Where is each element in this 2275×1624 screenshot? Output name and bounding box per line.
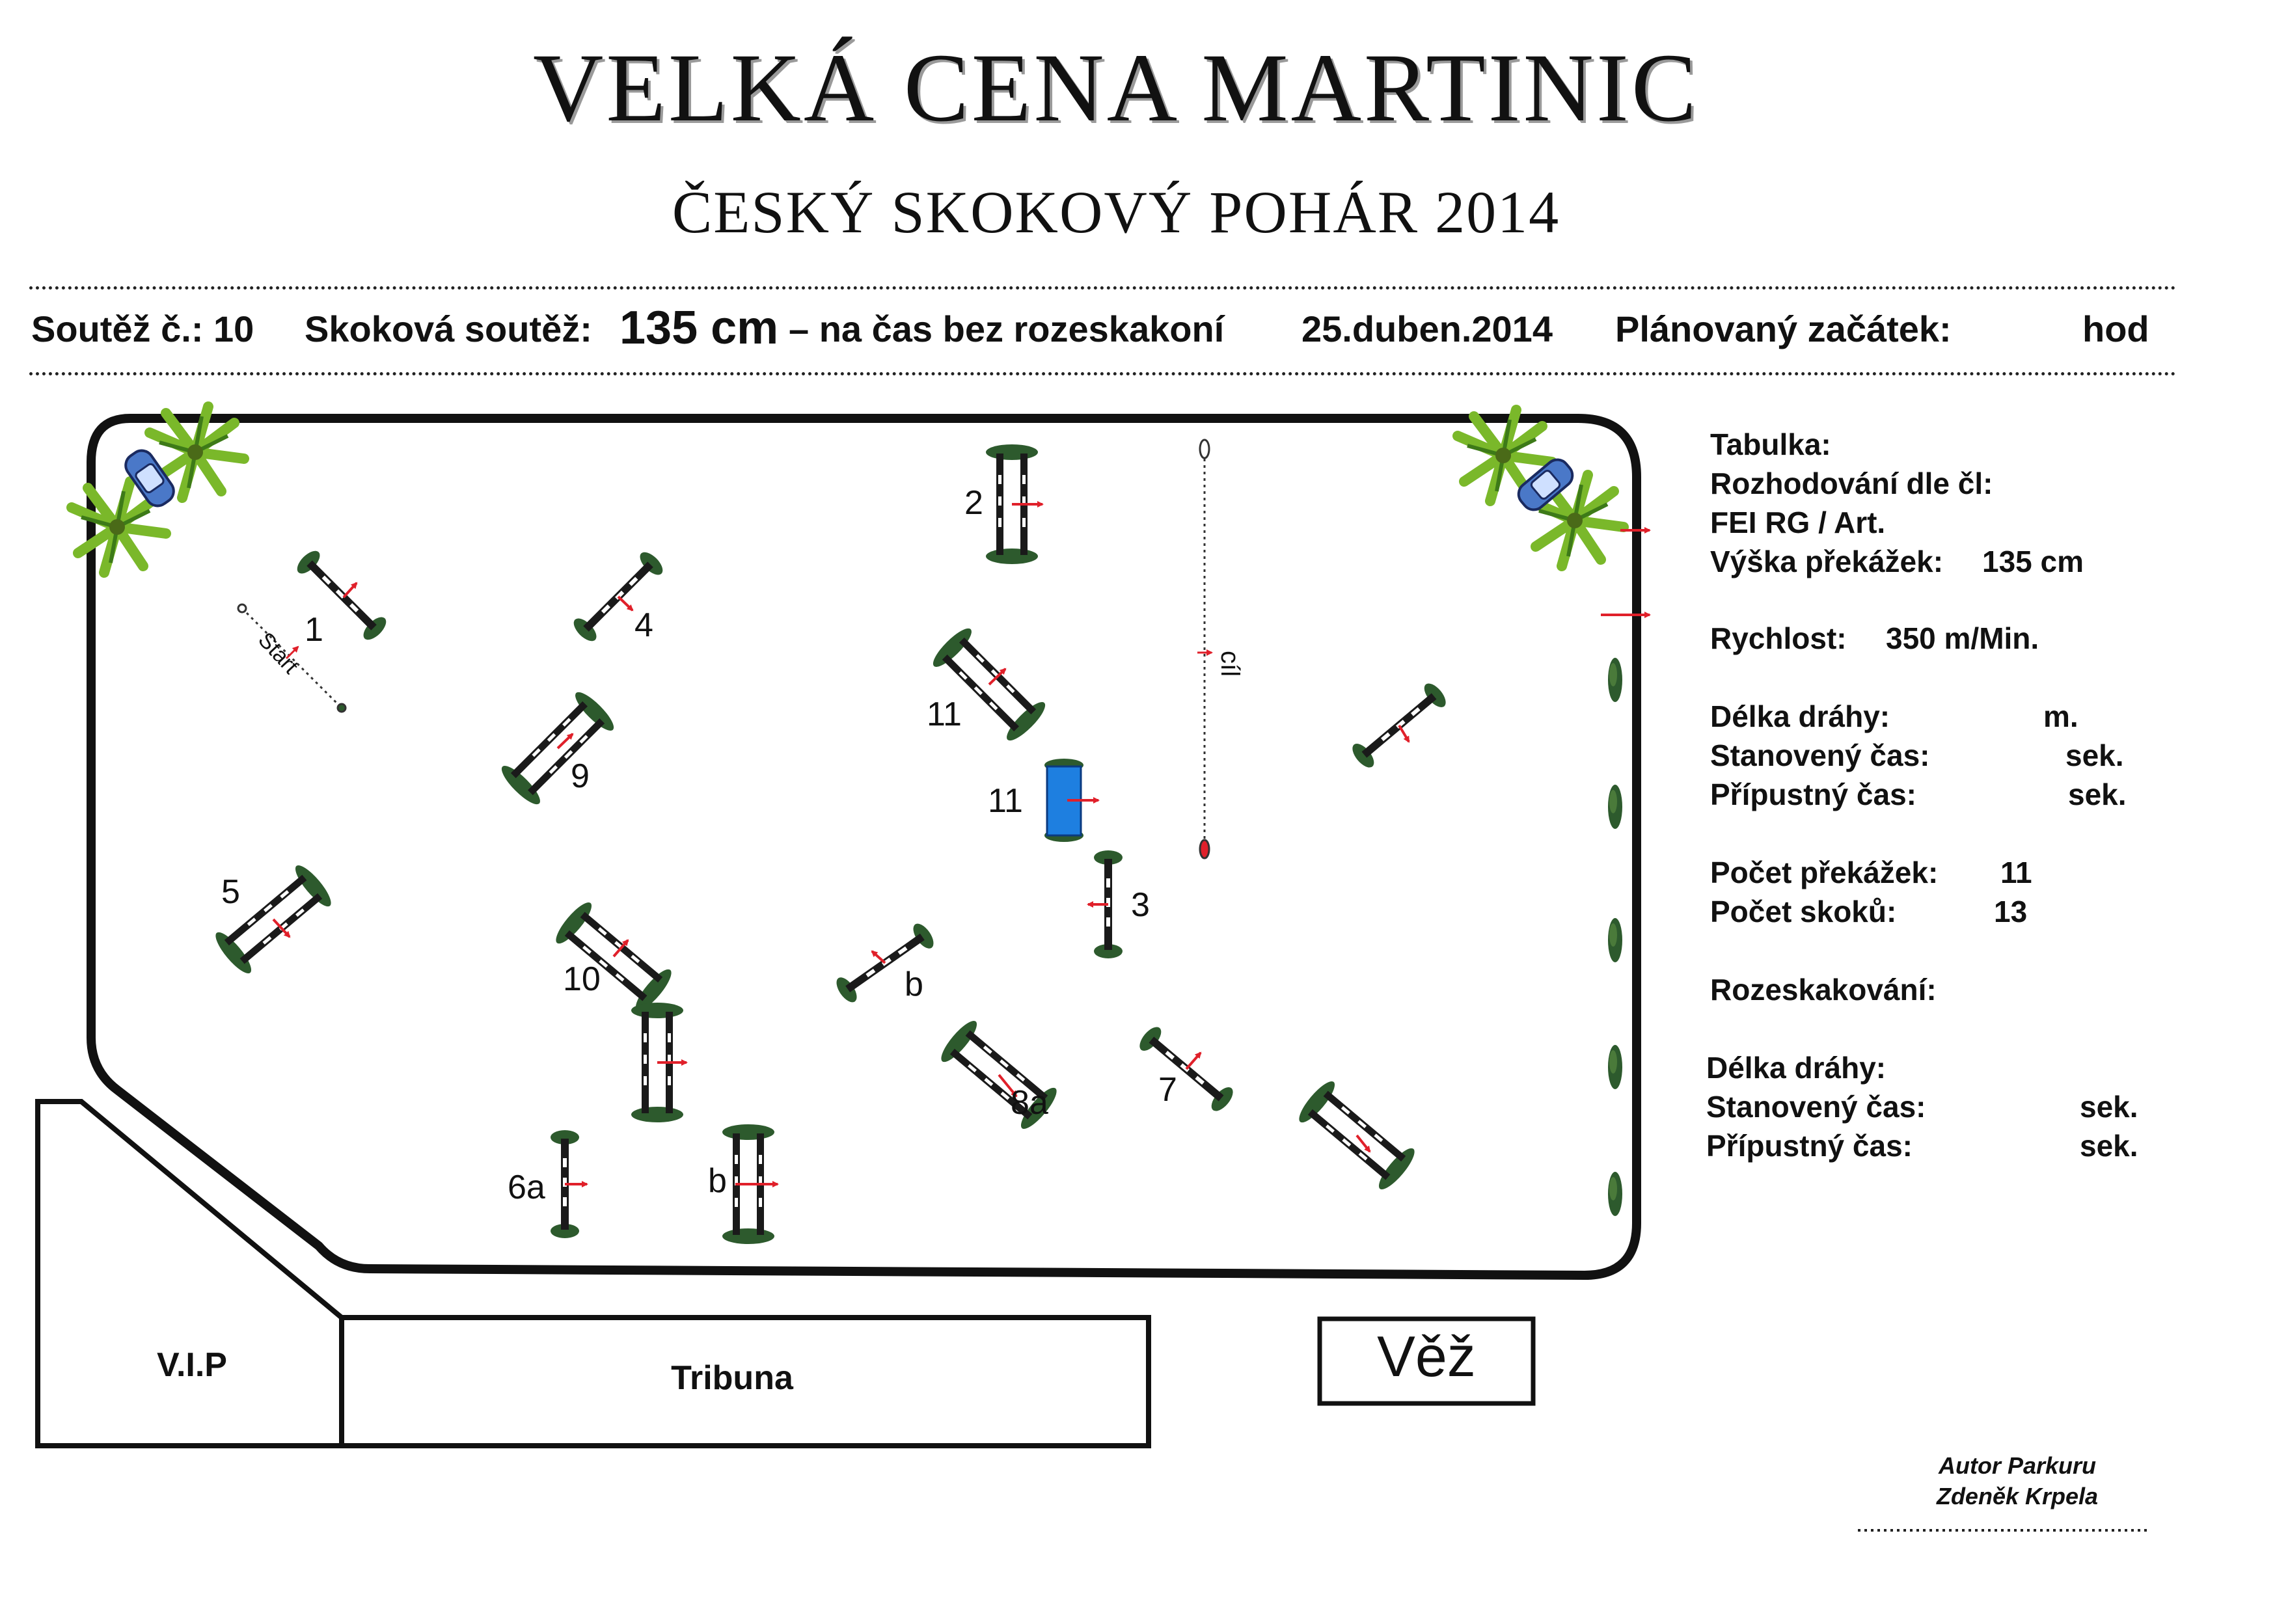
obstacle-label-2: 2 xyxy=(964,484,983,522)
obstacle-label-3: 3 xyxy=(1131,886,1150,924)
info-time-limit-label: Přípustný čas: xyxy=(1710,778,1916,811)
info-jo-time-allowed-label: Stanovený čas: xyxy=(1706,1090,1926,1124)
author-title: Autor Parkuru xyxy=(1938,1452,2096,1479)
hedge-icon xyxy=(1608,1045,1622,1089)
info-table-label: Tabulka: xyxy=(1710,427,1831,461)
info-jump-count-value: 13 xyxy=(1994,895,2028,928)
obstacle-label-10: 10 xyxy=(563,960,601,998)
obstacle-label-9: 9 xyxy=(571,757,590,795)
tower-box xyxy=(1317,1316,1536,1406)
info-rules: FEI RG / Art. xyxy=(1710,506,1886,539)
obstacle-label-8a: 8a xyxy=(1011,1084,1048,1122)
info-speed-value: 350 m/Min. xyxy=(1886,621,2039,655)
info-obstacle-height-value: 135 cm xyxy=(1982,545,2084,578)
stand-box xyxy=(339,1315,1151,1448)
hedge-icon xyxy=(1608,918,1622,962)
competition-type: Skoková soutěž: xyxy=(305,308,592,349)
competition-date: 25.duben.2014 xyxy=(1301,308,1553,349)
info-obstacle-count-label: Počet překážek: xyxy=(1710,856,1939,889)
obstacle-label-6b: b xyxy=(708,1162,727,1200)
info-obstacle-count-value: 11 xyxy=(2000,856,2032,889)
info-jo-time-limit-unit: sek. xyxy=(2080,1129,2138,1163)
info-jo-time-limit-label: Přípustný čas: xyxy=(1706,1129,1913,1163)
hedge-icon xyxy=(1608,658,1622,702)
vip-label: V.I.P xyxy=(157,1346,227,1384)
header-divider-bottom xyxy=(29,372,2177,375)
stand-label: Tribuna xyxy=(671,1359,794,1397)
tower-label: Věž xyxy=(1377,1324,1476,1388)
info-obstacle-height-label: Výška překážek: xyxy=(1710,545,1944,578)
obstacle-label-7: 7 xyxy=(1158,1071,1177,1109)
hedge-icon xyxy=(1608,785,1622,829)
info-speed-label: Rychlost: xyxy=(1710,621,1847,655)
info-jo-course-length-label: Délka dráhy: xyxy=(1706,1051,1887,1085)
info-jumpoff-label: Rozeskakování: xyxy=(1710,973,1937,1007)
info-time-limit-unit: sek. xyxy=(2068,778,2127,811)
page-title: VELKÁ CENA MARTINIC xyxy=(533,34,1699,142)
info-course-length-label: Délka dráhy: xyxy=(1710,699,1890,733)
obstacle-label-4: 4 xyxy=(634,606,653,644)
hedge-icon xyxy=(1608,1172,1622,1216)
obstacle-label-b-center: b xyxy=(905,966,923,1003)
competition-mode: – na čas bez rozeskakoní xyxy=(789,308,1225,349)
obstacle-label-11a: 11 xyxy=(927,696,962,733)
planned-start-unit: hod xyxy=(2082,308,2149,349)
obstacle-label-5: 5 xyxy=(221,873,240,911)
info-jump-count-label: Počet skoků: xyxy=(1710,895,1897,928)
planned-start-label: Plánovaný začátek: xyxy=(1615,308,1952,349)
info-time-allowed-unit: sek. xyxy=(2065,738,2124,772)
obstacle-label-11-water: 11 xyxy=(988,782,1023,820)
arena-outline xyxy=(87,414,1641,1280)
competition-number: Soutěž č.: 10 xyxy=(31,308,254,349)
info-course-length-unit: m. xyxy=(2043,699,2078,733)
obstacle-label-1: 1 xyxy=(305,611,323,649)
info-judging-label: Rozhodování dle čl: xyxy=(1710,467,1993,500)
competition-height: 135 cm xyxy=(620,302,779,354)
author-name: Zdeněk Krpela xyxy=(1936,1483,2098,1509)
page-subtitle: ČESKÝ SKOKOVÝ POHÁR 2014 xyxy=(672,179,1560,245)
info-time-allowed-label: Stanovený čas: xyxy=(1710,738,1930,772)
obstacle-label-6a: 6a xyxy=(508,1169,545,1206)
obstacle-11-water xyxy=(1044,759,1100,842)
header-divider-top xyxy=(29,286,2177,290)
info-jo-time-allowed-unit: sek. xyxy=(2080,1090,2138,1124)
finish-label: cíl xyxy=(1216,651,1244,677)
start-line xyxy=(241,607,343,709)
